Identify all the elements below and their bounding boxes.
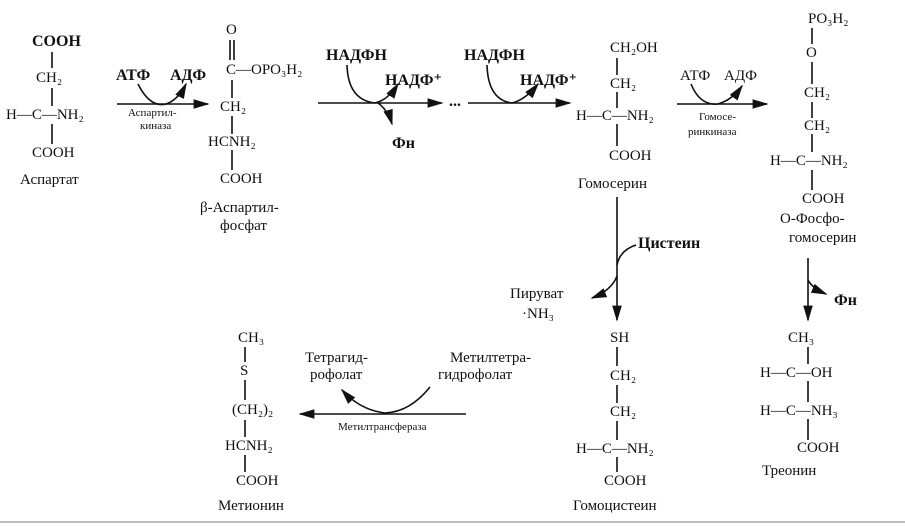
homocysteine-line-3: CH₂: [610, 404, 637, 420]
cofactor-arrow: [346, 64, 399, 104]
phosphate-release-arrow: [377, 102, 393, 126]
methionine-line-2: S: [240, 363, 249, 379]
phosphohomoserine-line-0: PO₃H₂: [808, 11, 849, 27]
adp-label: АДФ: [170, 67, 207, 84]
bottom-divider: [0, 521, 905, 523]
threonine-name: Треонин: [762, 463, 817, 479]
homocysteine-line-5: COOH: [604, 473, 647, 489]
methionine-line-4: HCNH₂: [225, 438, 273, 454]
aspartyl-phosphate-line-1: C—OPO₃H₂: [226, 62, 303, 78]
ellipsis: ...: [449, 93, 461, 110]
cofactor-arrow: [486, 64, 540, 104]
atp-label: АТФ: [116, 67, 151, 84]
atp-label: АТФ: [680, 68, 711, 84]
tetrahydrofolate-label: Тетрагид-: [305, 350, 368, 366]
nadph-label: НАДФН: [326, 47, 387, 64]
homoserine-line-4: COOH: [609, 148, 652, 164]
methionine-line-5: COOH: [236, 473, 279, 489]
phosphohomoserine-name: гомосерин: [789, 230, 857, 246]
enzyme-label: Метилтрансфераза: [338, 421, 427, 433]
methyltetrahydrofolate-label: гидрофолат: [438, 367, 513, 383]
aspartate-line-2: CH₂: [36, 70, 63, 86]
methyltetrahydrofolate-label: Метилтетра-: [450, 350, 531, 366]
pyruvate-out-arrow: [590, 275, 618, 299]
nadph-label: НАДФН: [464, 47, 525, 64]
homoserine-line-3: H—C—NH₂: [576, 108, 654, 124]
phosphohomoserine-name: О-Фосфо-: [780, 211, 845, 227]
phosphate-label: Фн: [392, 135, 415, 152]
threonine-line-3: H—C—NH₃: [760, 403, 838, 419]
phosphohomoserine-line-2: CH₂: [804, 85, 831, 101]
homoserine-name: Гомосерин: [578, 176, 647, 192]
phosphohomoserine-line-4: H—C—NH₂: [770, 153, 848, 169]
tetrahydrofolate-label: рофолат: [310, 367, 363, 383]
phosphate-label: Фн: [834, 292, 857, 309]
methionine-line-1: CH₃: [238, 330, 265, 346]
threonine-line-1: CH₃: [788, 330, 815, 346]
aspartate-line-4: COOH: [32, 145, 75, 161]
phosphohomoserine-line-5: COOH: [802, 191, 845, 207]
threonine-line-2: H—C—OH: [760, 365, 833, 381]
adp-label: АДФ: [724, 68, 757, 84]
aspartyl-phosphate-name: β-Аспартил-: [200, 200, 279, 216]
cysteine-in-arrow: [616, 244, 637, 266]
nadp-label: НАДФ⁺: [520, 72, 577, 89]
aspartyl-phosphate-line-0: O: [226, 22, 237, 38]
phosphohomoserine-line-3: CH₂: [804, 118, 831, 134]
homoserine-line-1: CH₂OH: [610, 40, 658, 56]
enzyme-label: ринкиназа: [688, 126, 737, 138]
homocysteine-name: Гомоцистеин: [573, 498, 657, 514]
pyruvate-label: Пируват: [510, 286, 564, 302]
cofactor-arrow: [340, 386, 431, 414]
enzyme-label: Аспартил-: [128, 107, 177, 119]
enzyme-label: Гомосе-: [699, 111, 736, 123]
aspartyl-phosphate-line-4: COOH: [220, 171, 263, 187]
cofactor-arrow: [137, 82, 187, 106]
aspartyl-phosphate-line-2: CH₂: [220, 99, 247, 115]
aspartate-line-1: COOH: [32, 33, 81, 50]
methionine-name: Метионин: [218, 498, 284, 514]
homocysteine-line-1: SH: [610, 330, 630, 346]
homocysteine-line-4: H—C—NH₂: [576, 441, 654, 457]
ammonia-label: ·NH₃: [522, 306, 554, 322]
methionine-line-3: (CH₂)₂: [232, 402, 274, 418]
nadp-label: НАДФ⁺: [385, 72, 442, 89]
phosphate-release-arrow: [807, 279, 828, 295]
cysteine-label: Цистеин: [638, 235, 701, 252]
phosphohomoserine-line-1: O: [806, 45, 817, 61]
homocysteine-line-2: CH₂: [610, 368, 637, 384]
enzyme-label: киназа: [140, 120, 172, 132]
aspartyl-phosphate-name: фосфат: [220, 218, 267, 234]
homoserine-line-2: CH₂: [610, 76, 637, 92]
aspartate-line-3: H—C—NH₂: [6, 107, 84, 123]
threonine-line-4: COOH: [797, 440, 840, 456]
aspartyl-phosphate-line-3: HCNH₂: [208, 134, 256, 150]
aspartate-name: Аспартат: [20, 172, 79, 188]
cofactor-arrow: [690, 83, 743, 105]
